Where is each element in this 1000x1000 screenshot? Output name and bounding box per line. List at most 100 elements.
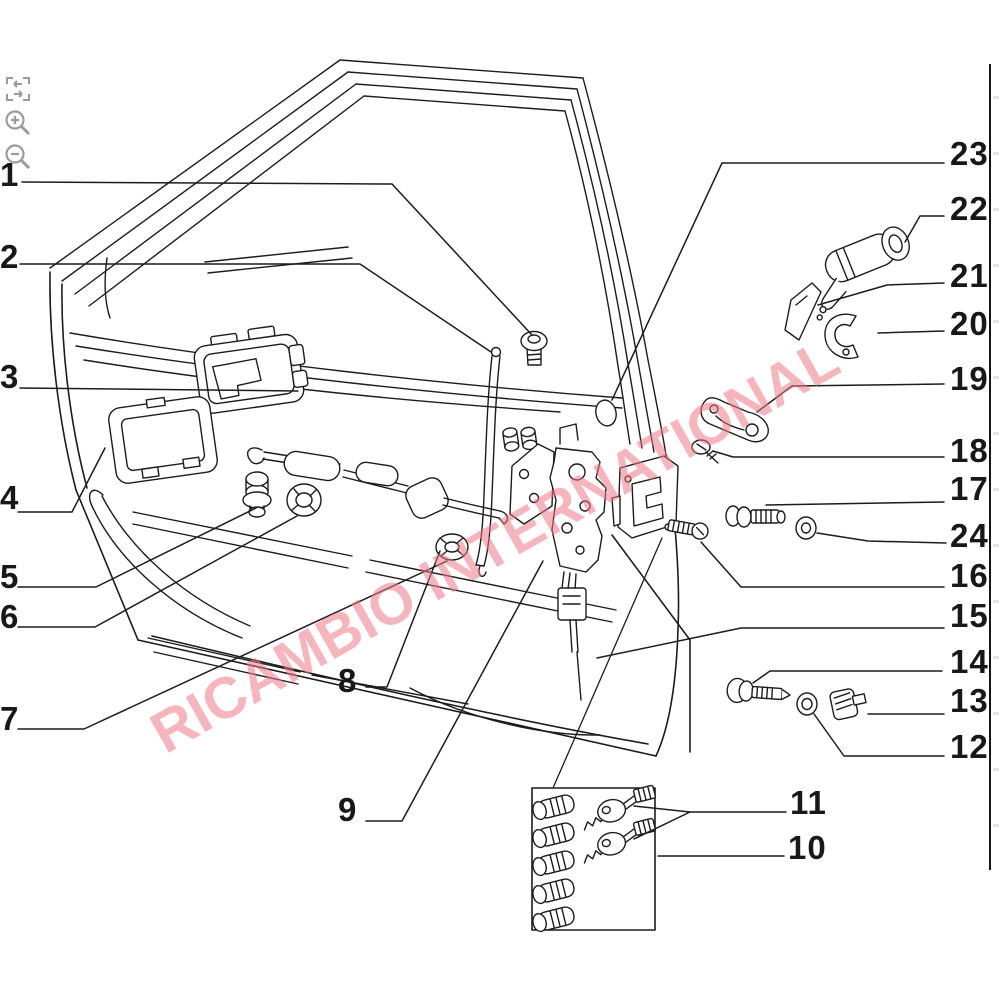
- lock-rod: [475, 346, 502, 577]
- callout-17: 17: [950, 470, 989, 508]
- callout-19: 19: [950, 360, 989, 398]
- leader-line-23: [611, 162, 945, 401]
- leader-line-17: [765, 501, 945, 506]
- grommet-8-with-screw: [435, 533, 469, 561]
- screw-18: [691, 439, 719, 464]
- lever-19: [700, 397, 769, 443]
- edge-mark: [993, 376, 999, 379]
- leader-line-19: [756, 383, 945, 413]
- leader-line-20: [877, 330, 945, 334]
- leader-line-11: [633, 805, 787, 813]
- edge-mark: [993, 432, 999, 435]
- callout-4: 4: [0, 479, 20, 517]
- lock-button-screw: [520, 330, 548, 366]
- edge-mark: [993, 320, 999, 323]
- leader-line-7: [17, 560, 448, 730]
- leader-line-14: [752, 670, 943, 684]
- leader-line-12: [813, 713, 945, 757]
- callout-5: 5: [0, 558, 20, 596]
- edge-mark: [993, 152, 999, 155]
- callout-22: 22: [950, 190, 989, 228]
- leader-lines: [17, 162, 947, 857]
- leader-line-22: [904, 215, 945, 243]
- leader-line-16: [700, 541, 945, 588]
- callout-20: 20: [950, 305, 989, 343]
- door-window-frame: [49, 59, 667, 456]
- callout-1: 1: [0, 156, 20, 194]
- zoom-in-icon: [5, 110, 31, 136]
- callout-9: 9: [338, 791, 358, 829]
- callout-12: 12: [950, 728, 989, 766]
- edge-mark: [993, 600, 999, 603]
- leader-line-1: [21, 181, 533, 336]
- leader-line-24: [816, 532, 947, 544]
- edge-mark: [993, 712, 999, 715]
- callout-2: 2: [0, 238, 20, 276]
- fit-screen-button[interactable]: [3, 74, 33, 106]
- callout-13: 13: [950, 682, 989, 720]
- leader-line-15: [596, 627, 945, 659]
- edge-mark: [993, 656, 999, 659]
- callout-7: 7: [0, 700, 20, 738]
- interior-handle-housing: [193, 325, 309, 414]
- leader-line-11: [633, 811, 691, 840]
- lock-barrel-kit-box: [531, 787, 656, 931]
- latch-assembly: [509, 423, 663, 789]
- grommet-5: [242, 471, 272, 518]
- leader-line-2: [19, 263, 492, 353]
- clip-13: [829, 688, 867, 721]
- callout-14: 14: [950, 643, 989, 681]
- zoom-out-button[interactable]: [3, 142, 33, 174]
- striker-lock-body: [611, 455, 679, 539]
- leader-line-5: [17, 507, 257, 588]
- edge-mark: [993, 208, 999, 211]
- c-clip-20: [824, 313, 859, 359]
- callout-15: 15: [950, 597, 989, 635]
- callout-24: 24: [950, 517, 989, 555]
- edge-mark: [993, 544, 999, 547]
- page-edge-rule: [989, 64, 991, 870]
- leader-line-21: [817, 282, 945, 306]
- callout-8: 8: [338, 662, 358, 700]
- callout-21: 21: [950, 257, 989, 295]
- grommet-6: [286, 483, 322, 517]
- callout-10: 10: [788, 829, 827, 867]
- leader-line-8: [365, 550, 441, 688]
- screw-with-washer-14: [726, 677, 791, 704]
- washer-24: [795, 516, 817, 540]
- lock-cylinder-22: [816, 226, 910, 321]
- callout-6: 6: [0, 598, 20, 636]
- bushing-screw-17: [725, 505, 786, 528]
- leader-line-6: [17, 515, 298, 628]
- lock-cylinder-hole: [595, 399, 617, 427]
- callout-3: 3: [0, 358, 20, 396]
- edge-mark: [993, 96, 999, 99]
- door-pocket-handle: [88, 489, 251, 639]
- callout-11: 11: [790, 784, 827, 822]
- handle-rod-linkage: [246, 447, 509, 525]
- edge-mark: [993, 824, 999, 827]
- callout-23: 23: [950, 135, 989, 173]
- washer-12: [796, 692, 818, 716]
- callout-18: 18: [950, 432, 989, 470]
- keys-11: [583, 784, 657, 864]
- pin-21: [784, 282, 822, 341]
- leader-line-18: [712, 450, 945, 458]
- handle-bezel-frame: [108, 396, 218, 484]
- leader-line-4: [17, 447, 106, 513]
- door-belt-line: [69, 246, 623, 413]
- zoom-in-button[interactable]: [3, 108, 33, 140]
- edge-mark: [993, 488, 999, 491]
- edge-mark: [993, 768, 999, 771]
- door-panel-creases: [132, 511, 617, 736]
- leader-line-9: [365, 560, 544, 822]
- rod-guide-block: [405, 477, 449, 519]
- leader-line-3: [19, 387, 299, 392]
- lock-barrels: [532, 794, 575, 933]
- screw-16: [667, 519, 709, 540]
- edge-mark: [993, 264, 999, 267]
- fit-screen-icon: [6, 76, 30, 101]
- rod-clip-pair: [502, 426, 538, 452]
